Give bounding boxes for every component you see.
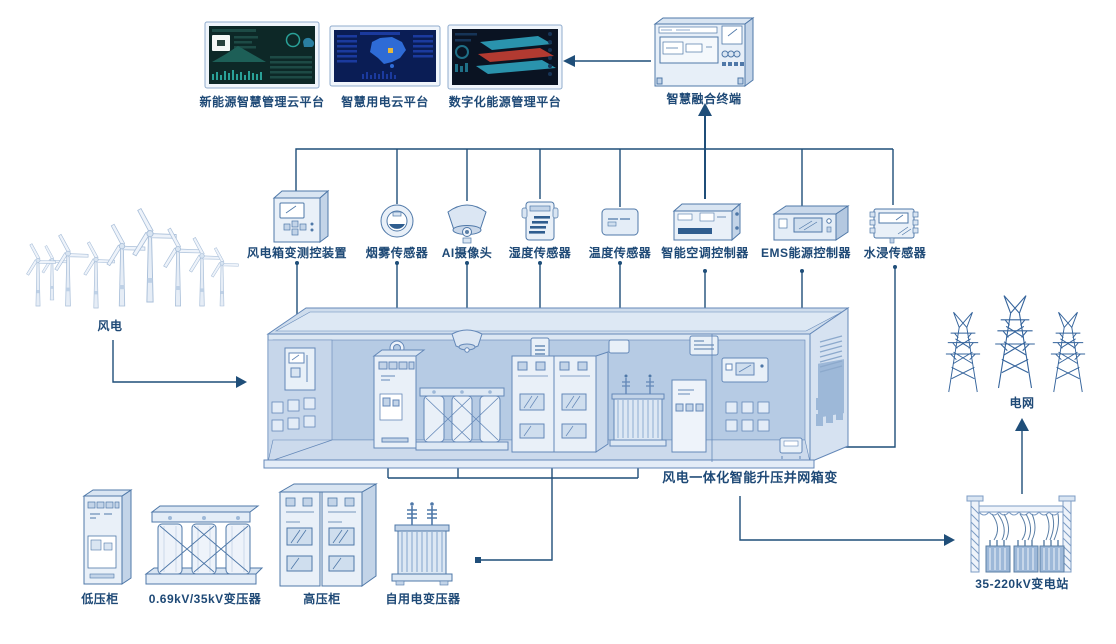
hv-cabinet-icon (278, 483, 378, 587)
platform-label-3: 数字化能源管理平台 (448, 95, 562, 109)
layers-screen-icon (447, 24, 563, 90)
device-label-camera: AI摄像头 (441, 246, 493, 260)
interior-ai-camera (451, 329, 483, 353)
device-label-control: 风电箱变测控装置 (246, 246, 348, 260)
equipment-label-hv: 高压柜 (303, 592, 341, 606)
wind-arrow-line (112, 340, 238, 383)
arrowheads (236, 55, 1029, 563)
interior-dry-transformer (415, 387, 509, 451)
device-label-ac: 智能空调控制器 (661, 246, 749, 260)
humidity-sensor-icon (521, 201, 559, 241)
device-label-water: 水浸传感器 (863, 246, 927, 260)
smoke-sensor-icon (380, 204, 414, 238)
equipment-label-aux: 自用电变压器 (385, 592, 461, 606)
dashboard-screen-icon (204, 21, 320, 89)
map-screen-icon (329, 25, 441, 87)
interior-ac-controller (689, 335, 719, 356)
fusion-terminal-icon (653, 17, 755, 87)
substation-label: 35-220kV变电站 (975, 577, 1069, 591)
arrow-right-container (236, 376, 247, 388)
interior-temp-sensor (608, 339, 630, 354)
ac-controller-icon (672, 202, 742, 242)
arrow-up-terminal (698, 103, 712, 116)
interior-control-box (284, 347, 316, 391)
transmission-towers-icon (945, 295, 1086, 393)
wind-label: 风电 (97, 319, 123, 333)
dry-transformer-icon (144, 505, 264, 585)
substation-gantry-icon (966, 495, 1076, 573)
lv-cabinet-icon (82, 489, 133, 585)
interior-aux-cabinet (671, 379, 707, 453)
device-label-temperature: 温度传感器 (588, 246, 652, 260)
terminal-label: 智慧融合终端 (666, 92, 742, 106)
device-row-icons (272, 189, 919, 244)
platform-label-1: 新能源智慧管理云平台 (199, 95, 325, 109)
container-label: 风电一体化智能升压并网箱变 (662, 470, 838, 485)
device-label-humidity: 湿度传感器 (508, 246, 572, 260)
interior-hv-cabinet (511, 351, 609, 453)
arrow-right-substation (944, 534, 955, 546)
platform-screens (204, 21, 563, 90)
platform-label-2: 智慧用电云平台 (341, 95, 429, 109)
ems-controller-icon (772, 205, 850, 241)
interior-lv-cabinet (372, 349, 426, 449)
interior-water-sensor (779, 437, 803, 459)
interior-ems-controller (721, 357, 769, 383)
equipment-label-lv: 低压柜 (81, 592, 119, 606)
water-sensor-icon (869, 208, 919, 244)
ai-camera-icon (447, 204, 487, 244)
wind-turbines-icon (22, 206, 240, 309)
arrow-left-screen (563, 55, 575, 67)
grid-label: 电网 (1009, 396, 1035, 410)
container-icon (263, 307, 850, 469)
equipment-label-transformer: 0.69kV/35kV变压器 (148, 592, 262, 606)
oil-transformer-icon (391, 502, 453, 586)
control-cabinet-icon (272, 189, 330, 243)
device-label-smoke: 烟雾传感器 (365, 246, 429, 260)
container-sub-bus (387, 462, 639, 561)
arrow-up-grid (1015, 418, 1029, 431)
bottom-equipment-icons (82, 483, 453, 587)
temperature-sensor-icon (601, 208, 639, 236)
sensor-bus-line (295, 148, 893, 199)
container-to-substation-line (739, 496, 946, 541)
interior-oil-transformer (609, 374, 667, 447)
device-label-ems: EMS能源控制器 (760, 246, 852, 260)
